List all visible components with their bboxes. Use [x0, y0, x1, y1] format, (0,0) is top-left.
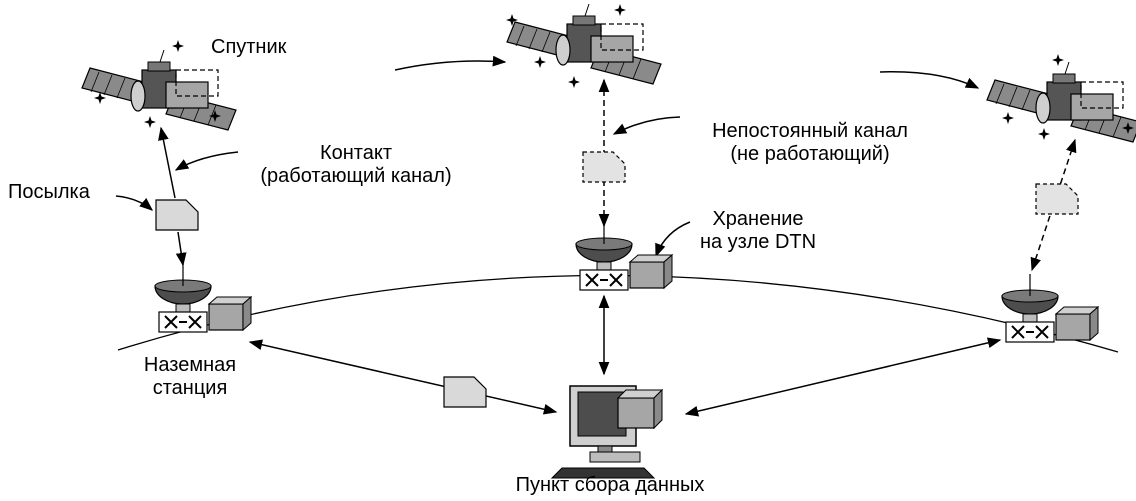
satellite-label: Спутник: [211, 36, 287, 58]
intermittent-label-line1: Непостоянный канал: [712, 120, 908, 142]
contact-pointer-arrow: [174, 151, 239, 171]
ground-station-label-line1: Наземная: [143, 354, 237, 376]
intermittent-label-line2: (не работающий): [730, 143, 890, 165]
intermittent-link-right: [1030, 138, 1077, 272]
ground-station-label-line2: станция: [152, 377, 228, 399]
contact-label-line2: (работающий канал): [260, 165, 452, 187]
ground-station-right: [1001, 273, 1099, 343]
storage-label: Хранение на узле DTN: [688, 208, 828, 254]
contact-link-down: [175, 231, 187, 267]
orbit-arrow-left: [394, 55, 507, 71]
contact-link-up: [158, 126, 176, 199]
parcel-waiting-right: [1035, 183, 1079, 215]
intermittent-link-label: Непостоянный канал (не работающий): [680, 120, 940, 166]
parcel-pointer-arrow: [115, 195, 154, 211]
orbit-arrow-right: [879, 71, 980, 89]
parcel-uplink: [155, 199, 199, 231]
contact-label-line1: Контакт: [319, 142, 392, 164]
satellite-center: [506, 3, 662, 85]
contact-label: Контакт (работающий канал): [245, 142, 467, 188]
satellite-right: [986, 61, 1136, 143]
ground-station-label: Наземная станция: [120, 354, 260, 400]
collection-point-label: Пункт сбора данных: [515, 474, 705, 496]
ground-station-left: [154, 263, 252, 333]
link-left-to-collection: [248, 339, 558, 415]
parcel-waiting-center: [582, 151, 626, 183]
parcel-in-transit: [443, 376, 487, 408]
parcel-label: Посылка: [8, 181, 90, 203]
storage-label-line2: на узле DTN: [699, 231, 817, 253]
ground-station-center: [575, 221, 673, 291]
satellite-left: [81, 49, 237, 131]
computer-icon: [550, 385, 664, 479]
storage-pointer-arrow: [655, 221, 691, 258]
link-right-to-collection: [684, 337, 1002, 417]
storage-label-line1: Хранение: [712, 208, 804, 230]
intermittent-pointer-arrow: [612, 116, 681, 135]
